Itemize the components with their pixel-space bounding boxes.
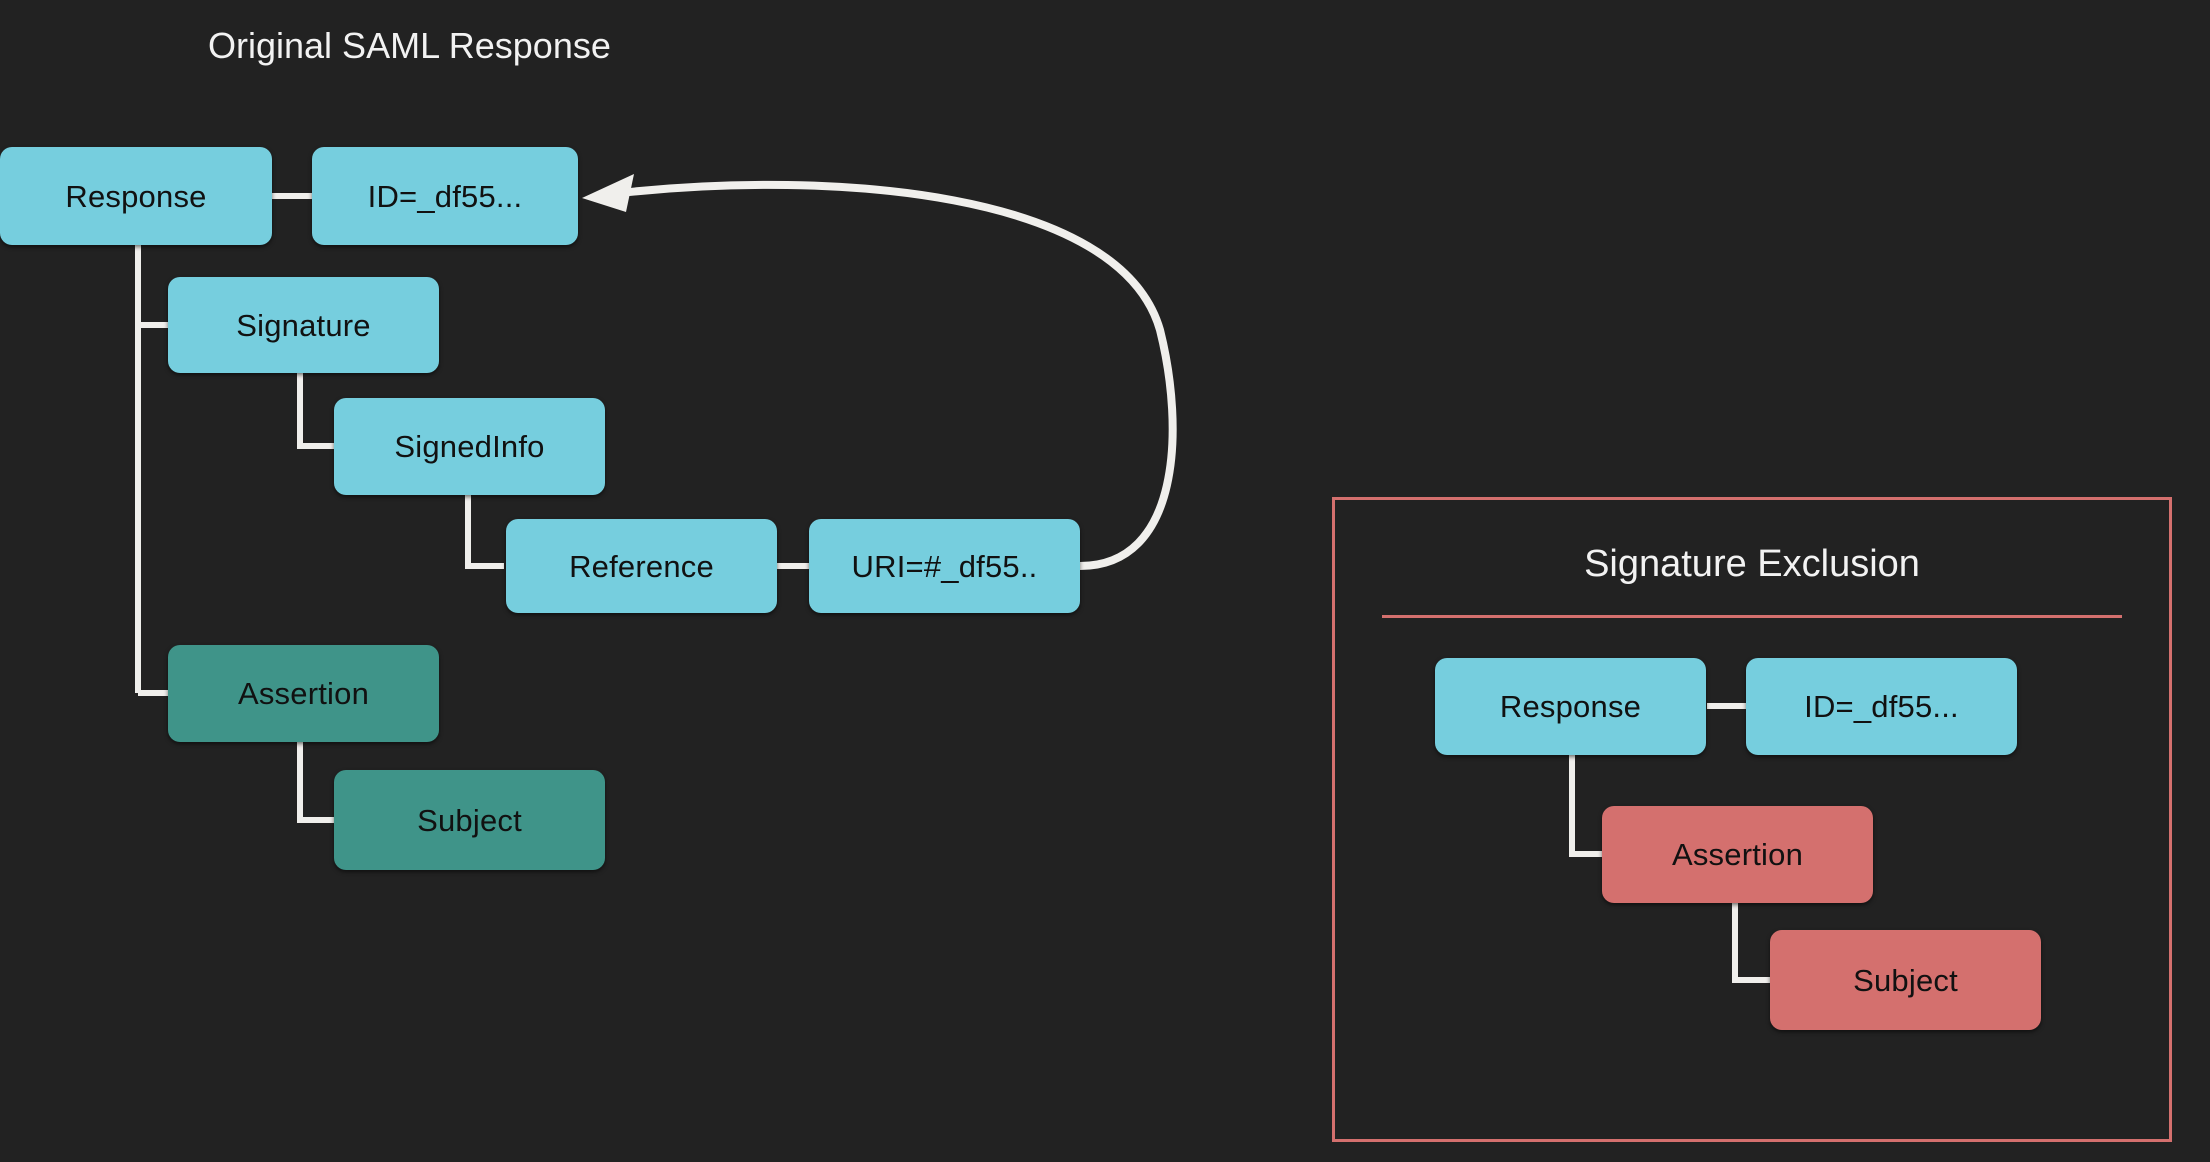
node-label: Response: [1499, 689, 1642, 724]
node-label: Signature: [236, 307, 371, 343]
node-label: Subject: [417, 802, 522, 838]
node-label: Reference: [569, 548, 714, 584]
panel-divider: [1382, 615, 2122, 618]
left-node-uri-attribute[interactable]: URI=#_df55..: [809, 519, 1080, 613]
left-node-response[interactable]: Response: [0, 147, 272, 245]
left-node-signature[interactable]: Signature: [168, 277, 439, 373]
left-node-signedinfo[interactable]: SignedInfo: [334, 398, 605, 495]
node-label: Assertion: [1671, 837, 1804, 872]
signature-exclusion-panel: [1332, 497, 2172, 1142]
right-node-id-attribute[interactable]: ID=_df55...: [1746, 658, 2017, 755]
left-node-reference[interactable]: Reference: [506, 519, 777, 613]
node-label: Response: [65, 178, 207, 214]
right-node-subject[interactable]: Subject: [1770, 930, 2041, 1030]
signature-exclusion-title: Signature Exclusion: [1584, 543, 1920, 585]
node-label: SignedInfo: [394, 429, 545, 464]
left-node-id-attribute[interactable]: ID=_df55...: [312, 147, 578, 245]
left-node-subject[interactable]: Subject: [334, 770, 605, 870]
node-label: Assertion: [237, 676, 370, 711]
left-diagram-title: Original SAML Response: [208, 25, 611, 66]
uri-to-id-arrow: [582, 174, 1177, 570]
node-label: ID=_df55...: [1804, 689, 1959, 724]
right-node-assertion[interactable]: Assertion: [1602, 806, 1873, 903]
right-node-response[interactable]: Response: [1435, 658, 1706, 755]
node-label: URI=#_df55..: [851, 548, 1038, 584]
node-label: Subject: [1853, 962, 1958, 998]
left-node-assertion[interactable]: Assertion: [168, 645, 439, 742]
node-label: ID=_df55...: [367, 178, 523, 214]
